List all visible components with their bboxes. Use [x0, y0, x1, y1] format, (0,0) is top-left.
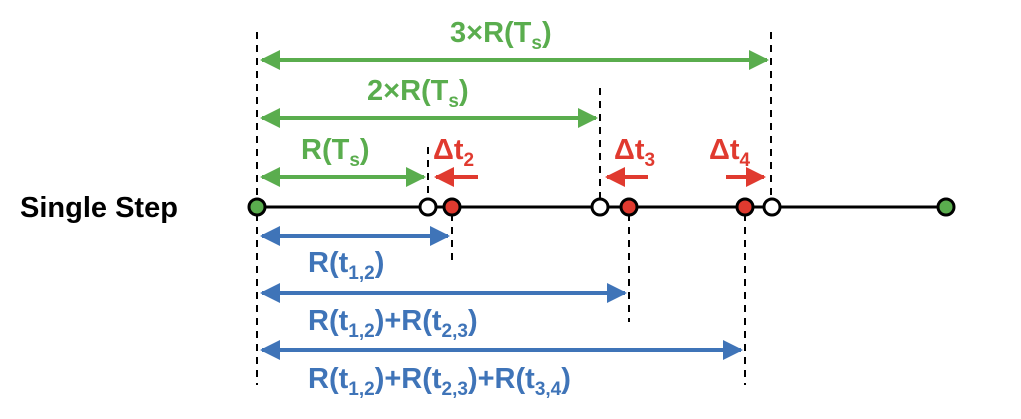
actual-point-t4: [735, 197, 755, 217]
label-r-t12: R(t1,2): [308, 247, 384, 284]
nominal-point-1: [418, 197, 438, 217]
actual-point-t3: [619, 197, 639, 217]
label-delta-t3: Δt3: [614, 134, 655, 171]
label-r-t12-t23: R(t1,2)+R(t2,3): [308, 305, 478, 342]
nominal-point-2: [590, 197, 610, 217]
actual-point-t2: [442, 197, 462, 217]
start-point: [247, 197, 267, 217]
label-three-r-ts: 3×R(Ts): [450, 17, 552, 54]
label-r-t12-t23-t34: R(t1,2)+R(t2,3)+R(t3,4): [308, 363, 571, 400]
label-delta-t4: Δt4: [709, 134, 751, 171]
label-two-r-ts: 2×R(Ts): [367, 75, 469, 112]
nominal-point-3: [762, 197, 782, 217]
end-point: [936, 197, 956, 217]
label-delta-t2: Δt2: [433, 134, 474, 171]
label-r-ts: R(Ts): [301, 134, 370, 171]
row-label: Single Step: [20, 192, 178, 224]
